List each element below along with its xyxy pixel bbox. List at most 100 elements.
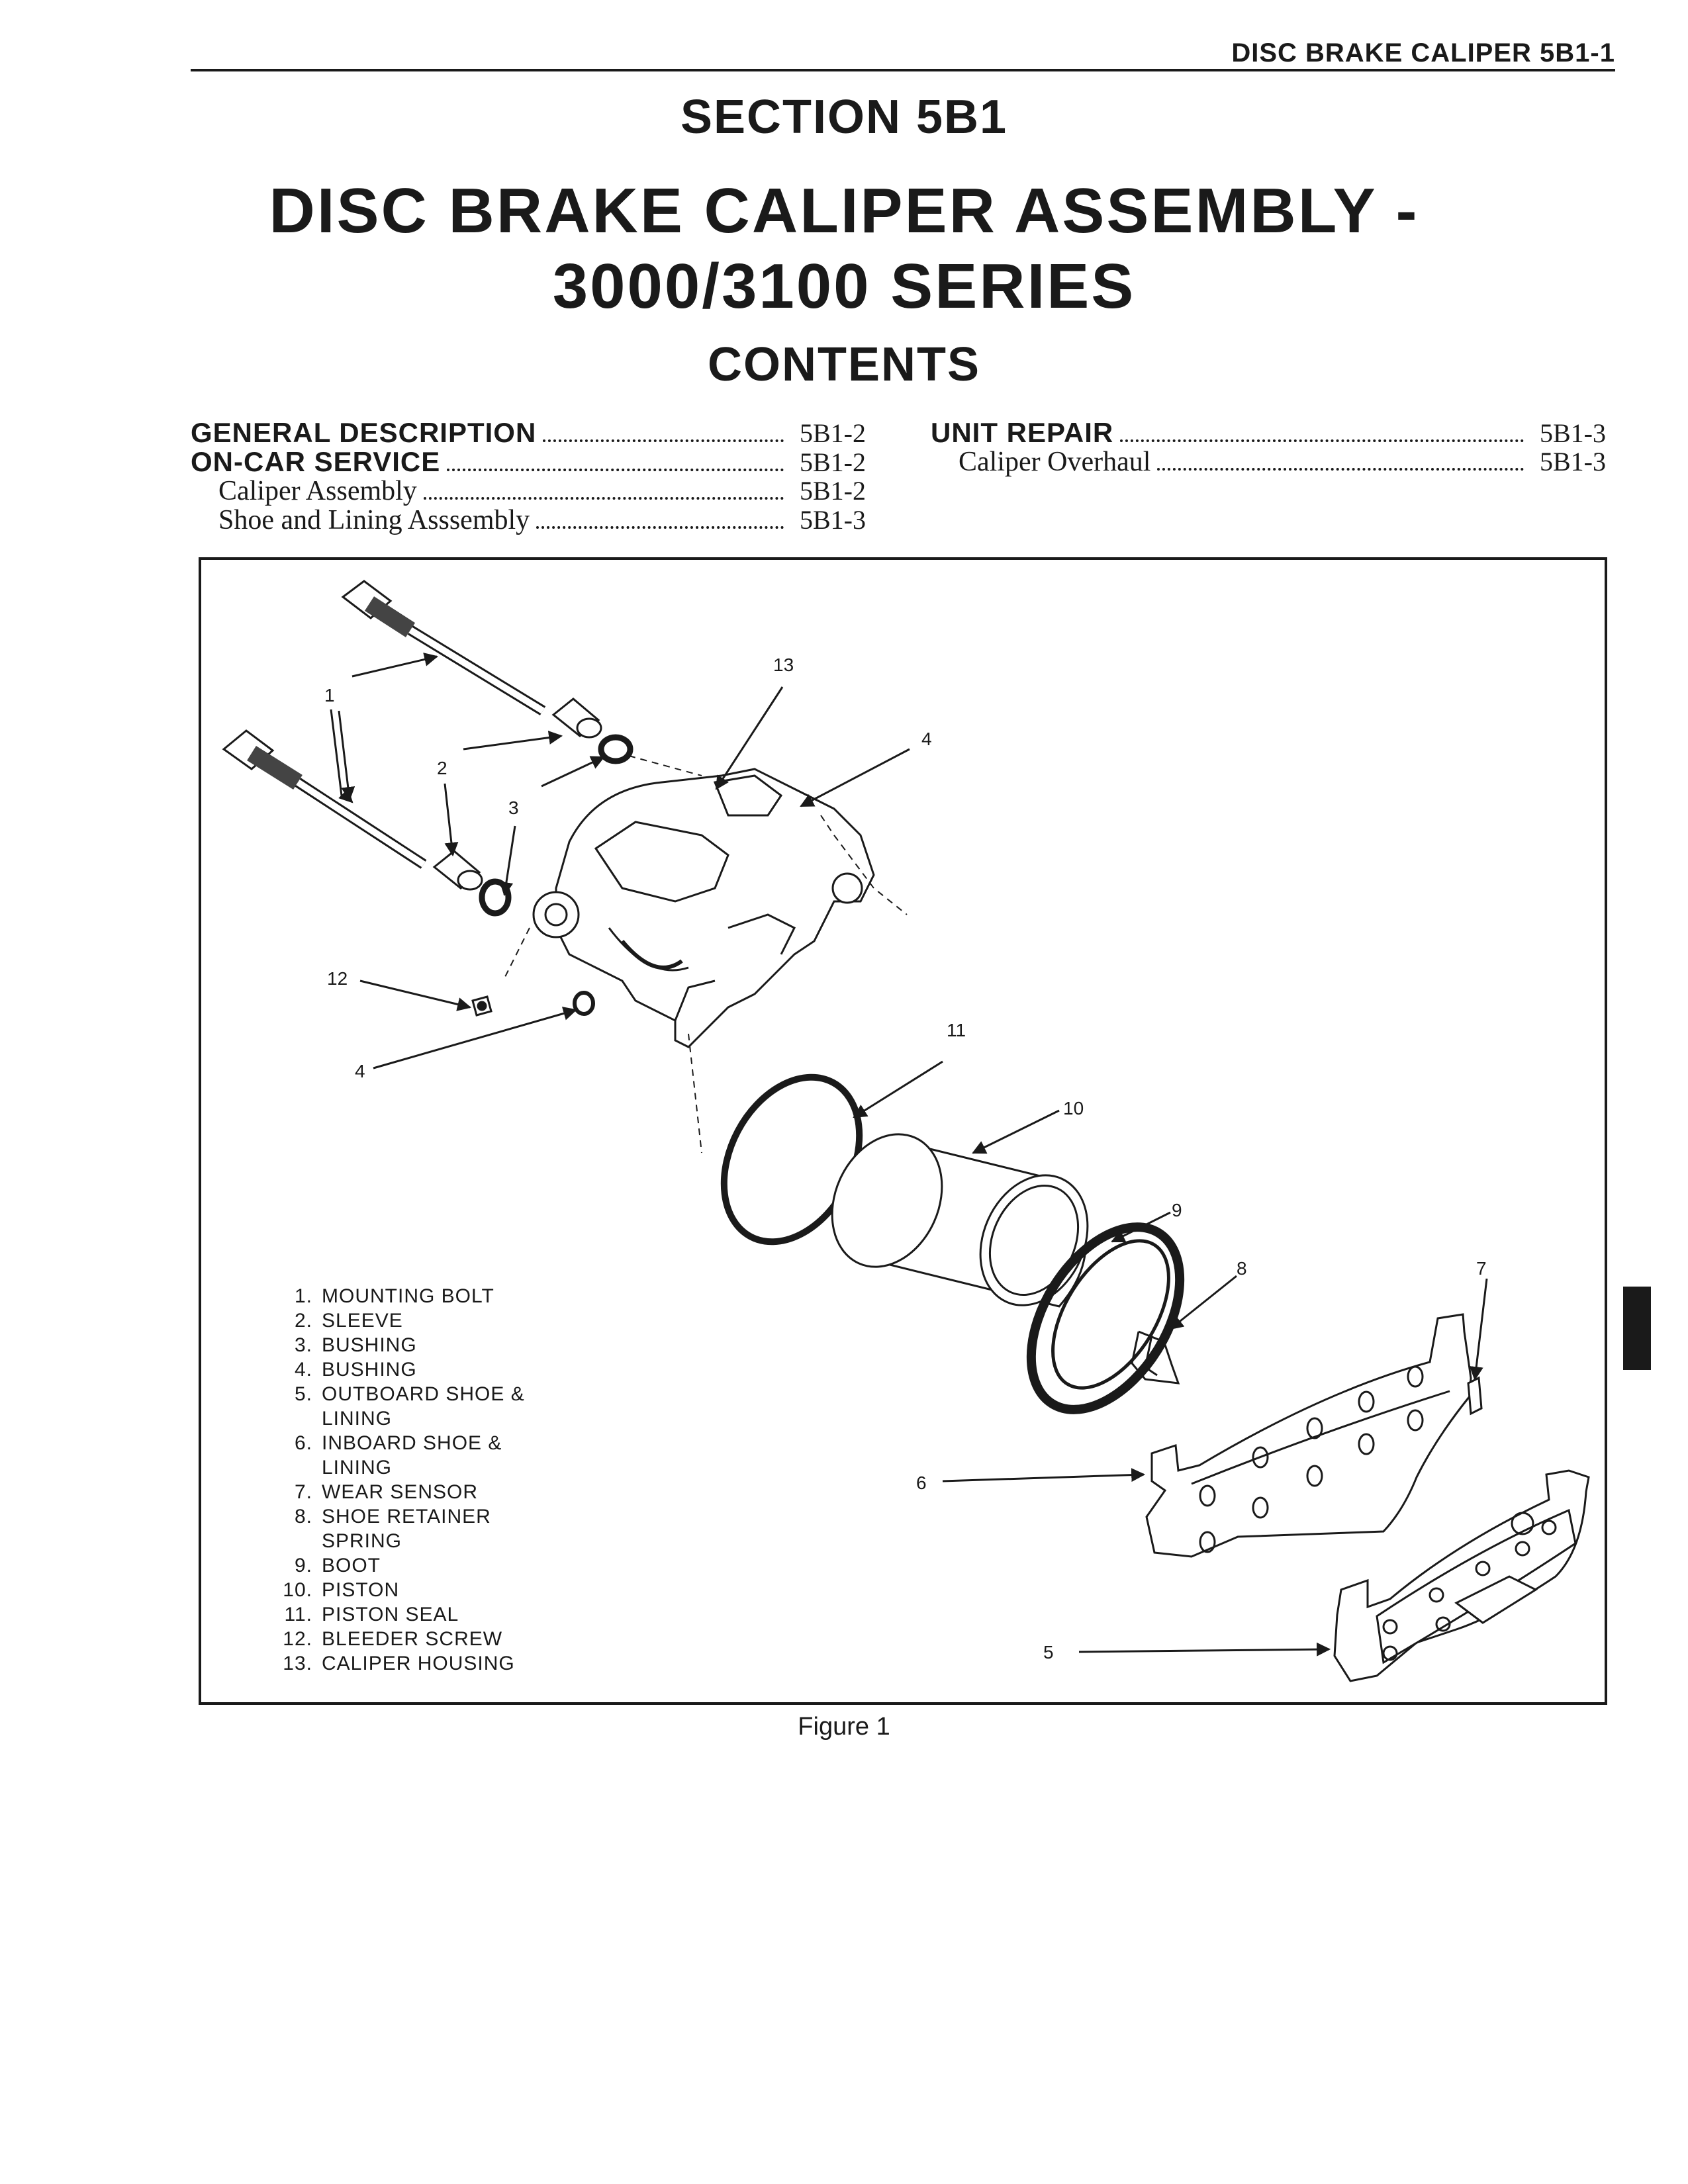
legend-number: 12. (283, 1628, 312, 1650)
callout-9: 9 (1172, 1200, 1182, 1220)
inboard-shoe (1145, 1313, 1472, 1558)
toc-entry[interactable]: UNIT REPAIR 5B1-3 (931, 417, 1606, 448)
toc-entry-page: 5B1-3 (800, 505, 866, 535)
toc-entry-label: ON-CAR SERVICE (191, 446, 441, 477)
legend-number: 3. (294, 1334, 312, 1356)
legend-text: CALIPER HOUSING (322, 1653, 515, 1674)
toc-entry-page: 5B1-3 (1540, 418, 1606, 448)
bleeder-screw (471, 995, 492, 1017)
toc-leader (423, 497, 784, 500)
callout-10: 10 (1063, 1098, 1084, 1118)
bushing (479, 734, 633, 917)
callout-6: 6 (916, 1473, 927, 1493)
legend-number: 9. (294, 1555, 312, 1576)
outboard-shoe (1333, 1469, 1590, 1682)
callout-4: 4 (921, 729, 932, 749)
callout-7: 7 (1476, 1258, 1487, 1279)
legend-item: 7.WEAR SENSOR (271, 1480, 560, 1504)
section-number: SECTION 5B1 (680, 91, 1008, 144)
mounting-bolt-upper (341, 580, 546, 715)
toc-entry-label: Caliper Overhaul (959, 447, 1151, 477)
legend-number: 6. (294, 1432, 312, 1454)
callout-2: 2 (437, 758, 447, 778)
sleeve (432, 698, 602, 891)
toc-entry[interactable]: ON-CAR SERVICE 5B1-2 (191, 446, 866, 477)
mounting-bolt-lower (222, 729, 427, 869)
figure-caption: Figure 1 (798, 1713, 890, 1741)
toc-entry-label: GENERAL DESCRIPTION (191, 417, 537, 448)
wear-sensor (1467, 1376, 1483, 1416)
title-line-1: DISC BRAKE CALIPER ASSEMBLY - (269, 175, 1419, 246)
page-title: DISC BRAKE CALIPER ASSEMBLY - 3000/3100 … (0, 173, 1688, 324)
toc-entry-page: 5B1-3 (1540, 447, 1606, 477)
legend-item: 11. PISTON SEAL (271, 1602, 560, 1627)
legend-text: MOUNTING BOLT (322, 1285, 494, 1307)
title-line-2: 3000/3100 SERIES (552, 251, 1136, 322)
legend-item: 12. BLEEDER SCREW (271, 1627, 560, 1651)
legend-item: 8. SHOE RETAINER SPRING (271, 1504, 560, 1553)
boot (1026, 1222, 1185, 1414)
legend-item: 3. BUSHING (271, 1333, 560, 1357)
exploded-view-diagram: 1 2 3 4 4 5 6 7 8 9 10 11 12 13 (222, 580, 1590, 1682)
toc-entry-label: Shoe and Lining Asssembly (218, 505, 530, 535)
toc-leader (536, 526, 784, 529)
callout-labels: 1 2 3 4 4 5 6 7 8 9 10 11 12 13 (324, 655, 1487, 1662)
legend-number: 10. (283, 1579, 312, 1601)
toc-entry[interactable]: Shoe and Lining Asssembly 5B1-3 (191, 504, 866, 535)
callout-11: 11 (947, 1020, 966, 1040)
legend-number: 2. (294, 1310, 312, 1332)
legend-text: SLEEVE (322, 1310, 403, 1332)
toc-entry-label: UNIT REPAIR (931, 417, 1114, 448)
callout-13: 13 (773, 655, 794, 675)
legend-text: BLEEDER SCREW (322, 1628, 503, 1650)
toc-entry[interactable]: Caliper Overhaul 5B1-3 (931, 446, 1606, 477)
running-head: DISC BRAKE CALIPER 5B1-1 (1231, 38, 1615, 68)
toc-leader (543, 439, 784, 442)
figure-frame (199, 557, 1607, 1705)
legend-item: 9. BOOT (271, 1553, 560, 1578)
caliper-housing (532, 768, 875, 1048)
legend-number: 11. (284, 1604, 312, 1625)
toc-entry-page: 5B1-2 (800, 418, 866, 448)
toc-entry[interactable]: Caliper Assembly 5B1-2 (191, 475, 866, 506)
callout-12: 12 (327, 968, 348, 989)
toc-entry-page: 5B1-2 (800, 476, 866, 506)
toc-entry[interactable]: GENERAL DESCRIPTION 5B1-2 (191, 417, 866, 448)
parts-legend: 1. MOUNTING BOLT 2. SLEEVE 3. BUSHING 4. BUS… (271, 1284, 560, 1676)
callout-1: 1 (324, 685, 335, 705)
legend-item: 1. MOUNTING BOLT (271, 1284, 560, 1308)
piston (831, 1133, 1089, 1308)
alignment-lines (502, 755, 908, 1154)
legend-text: SHOE RETAINER SPRING (322, 1506, 491, 1552)
legend-number: 5. (294, 1383, 312, 1405)
legend-text: BUSHING (322, 1334, 417, 1356)
toc-entry-page: 5B1-2 (800, 447, 866, 477)
toc-leader (447, 469, 784, 471)
legend-item: 13. CALIPER HOUSING (271, 1651, 560, 1676)
legend-text: PISTON SEAL (322, 1604, 459, 1625)
callout-5: 5 (1043, 1642, 1054, 1662)
legend-number: 1. (294, 1285, 312, 1307)
legend-number: 4. (294, 1359, 312, 1381)
toc-left: GENERAL DESCRIPTION 5B1-2 ON-CAR SERVICE… (191, 417, 866, 535)
callout-leaders (330, 653, 1488, 1657)
shoe-retainer-spring (1131, 1330, 1180, 1385)
legend-text: OUTBOARD SHOE & LINING (322, 1383, 525, 1430)
legend-item: 5. OUTBOARD SHOE & LINING (271, 1382, 560, 1431)
legend-text: PISTON (322, 1579, 400, 1601)
legend-text: BUSHING (322, 1359, 417, 1381)
toc-leader (1120, 439, 1524, 442)
legend-item: 2. SLEEVE (271, 1308, 560, 1333)
callout-4-lower: 4 (355, 1061, 365, 1081)
section-thumb-tab (1623, 1287, 1651, 1370)
legend-text: BOOT (322, 1555, 381, 1576)
legend-number: 8. (294, 1506, 312, 1527)
toc-right: UNIT REPAIR 5B1-3 Caliper Overhaul 5B1-3 (931, 417, 1606, 477)
legend-number: 13. (283, 1653, 312, 1674)
legend-item: 4. BUSHING (271, 1357, 560, 1382)
toc-leader (1157, 468, 1524, 471)
legend-item: 6.INBOARD SHOE & LINING (271, 1431, 560, 1480)
legend-text: WEAR SENSOR (322, 1481, 479, 1503)
header-rule (191, 69, 1615, 71)
toc-entry-label: Caliper Assembly (218, 476, 417, 506)
